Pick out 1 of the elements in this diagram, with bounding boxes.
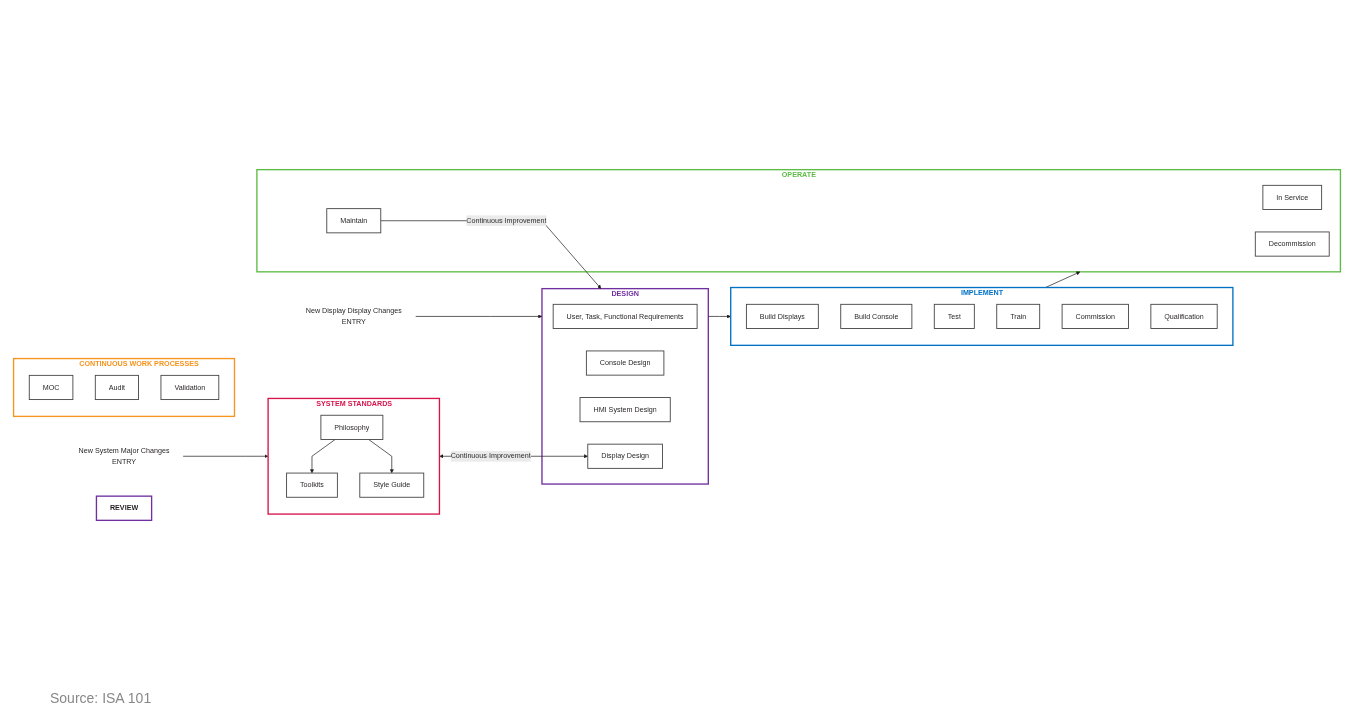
source-note: Source: ISA 101 <box>50 690 152 706</box>
